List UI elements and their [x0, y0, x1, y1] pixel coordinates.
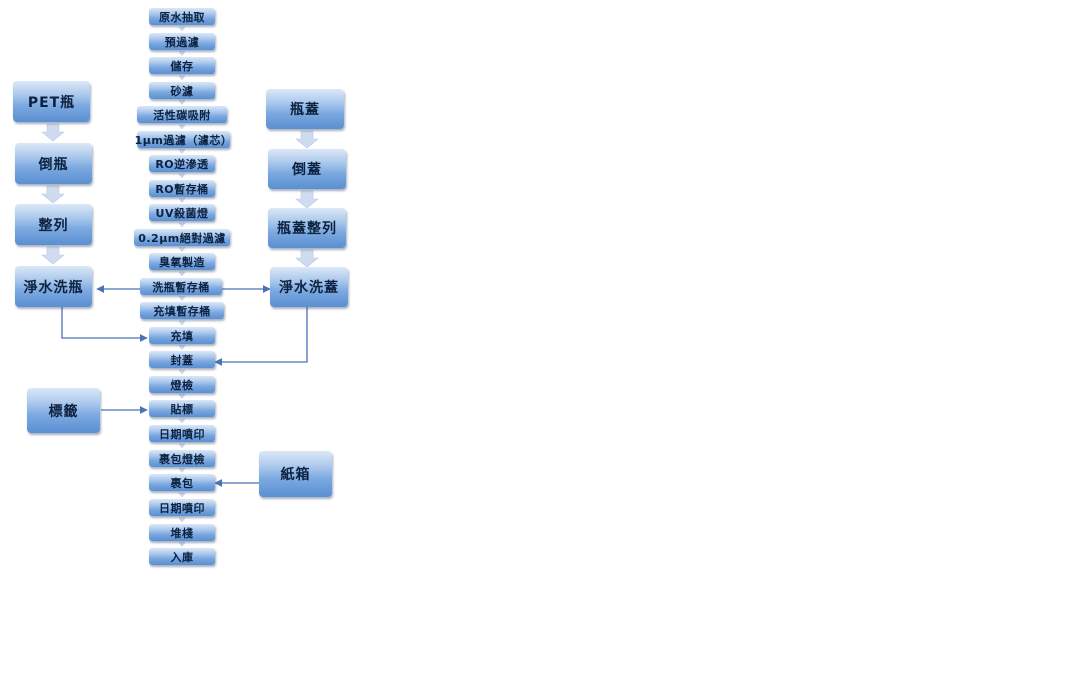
step-filling-tank: 充填暫存桶 — [140, 302, 224, 319]
step-sand-filter: 砂濾 — [149, 82, 215, 99]
block-arrow-pet-to-invert — [41, 123, 65, 142]
main-flow-chevron — [178, 124, 186, 130]
step-date-printing: 日期噴印 — [149, 425, 215, 442]
cap-line-wash-cap: 淨水洗蓋 — [270, 267, 348, 307]
main-flow-chevron — [178, 149, 186, 154]
step-activated-carbon: 活性碳吸附 — [137, 106, 227, 123]
bottle-line-wash-bottle: 淨水洗瓶 — [15, 266, 92, 307]
step-labelling: 貼標 — [149, 400, 215, 417]
block-arrow-invert-to-cap-align — [295, 190, 319, 209]
step-reverse-osmosis: RO逆滲透 — [149, 155, 215, 172]
step-0-2um-absolute-filter: 0.2μm絕對過濾 — [134, 229, 230, 246]
main-flow-chevron — [178, 75, 186, 81]
cap-line-invert-cap: 倒蓋 — [268, 149, 346, 189]
input-labels: 標籤 — [27, 388, 100, 433]
main-flow-chevron — [178, 468, 186, 473]
arrow-bottle-wash-to-filling — [61, 306, 148, 342]
main-flow-chevron — [178, 51, 186, 56]
main-column-chevrons — [178, 26, 186, 547]
main-flow-chevron — [178, 26, 186, 32]
main-flow-chevron — [178, 173, 186, 179]
cap-line-cap: 瓶蓋 — [266, 89, 344, 129]
main-flow-chevron — [178, 100, 186, 105]
main-flow-chevron — [178, 542, 186, 547]
block-arrow-cap-align-to-wash — [295, 249, 319, 268]
step-wrap-inspection: 裹包燈檢 — [149, 450, 215, 467]
step-wrapping: 裹包 — [149, 474, 215, 491]
step-ozone-generation: 臭氧製造 — [149, 253, 215, 270]
step-1um-filter: 1μm過濾（濾芯） — [135, 131, 232, 148]
block-arrow-invert-to-align — [41, 185, 65, 204]
bottle-line-align: 整列 — [15, 204, 92, 245]
bottle-line-invert-bottle: 倒瓶 — [15, 143, 92, 184]
cap-line-cap-align: 瓶蓋整列 — [268, 208, 346, 248]
step-light-inspection: 燈檢 — [149, 376, 215, 393]
main-flow-chevron — [178, 443, 186, 449]
step-filling: 充填 — [149, 327, 215, 344]
main-flow-chevron — [178, 271, 186, 277]
step-ro-storage-tank: RO暫存桶 — [149, 180, 215, 197]
main-flow-chevron — [178, 198, 186, 203]
step-uv-sterilizer: UV殺菌燈 — [149, 204, 215, 221]
step-bottle-wash-tank: 洗瓶暫存桶 — [140, 278, 222, 295]
step-warehousing: 入庫 — [149, 548, 215, 565]
input-cartons: 紙箱 — [259, 451, 332, 497]
main-flow-chevron — [178, 369, 186, 375]
bottle-line-pet-bottle: PET瓶 — [13, 81, 90, 122]
main-flow-chevron — [178, 418, 186, 424]
main-flow-chevron — [178, 247, 186, 252]
step-pre-filtration: 預過濾 — [149, 33, 215, 50]
step-capping: 封蓋 — [149, 351, 215, 368]
block-arrow-align-to-wash — [41, 246, 65, 265]
step-date-printing-2: 日期噴印 — [149, 499, 215, 516]
main-flow-chevron — [178, 394, 186, 399]
step-storage: 儲存 — [149, 57, 215, 74]
arrow-cap-wash-to-capping — [214, 306, 308, 366]
main-flow-chevron — [178, 320, 186, 326]
main-flow-chevron — [178, 296, 186, 301]
block-arrow-cap-to-invert — [295, 130, 319, 149]
step-stacking: 堆棧 — [149, 524, 215, 541]
main-flow-chevron — [178, 222, 186, 228]
main-flow-chevron — [178, 345, 186, 350]
main-flow-chevron — [178, 517, 186, 523]
main-flow-chevron — [178, 492, 186, 498]
step-raw-water-intake: 原水抽取 — [149, 8, 215, 25]
